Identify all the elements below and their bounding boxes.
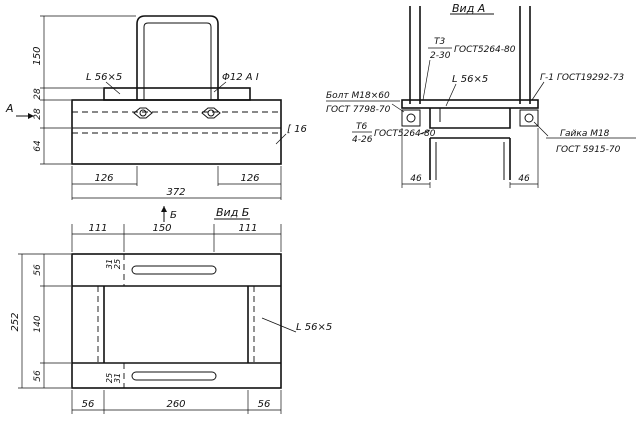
view-a-nut-left (401, 109, 421, 127)
bolt-label: Болт М18×60 (326, 91, 390, 101)
view-a-title: Вид А (452, 2, 485, 15)
weld2-top: Т6 (356, 122, 367, 132)
view-b-dim-56-right: 56 (258, 399, 271, 410)
view-b-dim-260: 260 (166, 399, 185, 410)
arrow-a-head (28, 113, 34, 119)
dim-150: 150 (32, 46, 43, 65)
arrow-b-label: Б (170, 210, 177, 221)
front-view: 150 28 28 64 A L 56×5 Φ12 A I [ 16 126 3… (5, 15, 307, 222)
pipe-standard: Г-1 ГОСТ19292-73 (540, 73, 624, 83)
view-b-slot-top (131, 265, 217, 275)
dim-372: 372 (166, 187, 185, 198)
dim-126-left: 126 (94, 173, 113, 184)
view-b-angle-label: L 56×5 (296, 322, 332, 333)
weld-standard: ГОСТ5264-80 (454, 45, 516, 55)
bolt-head-right (201, 107, 221, 119)
view-b-dim-150: 150 (152, 223, 171, 234)
channel-body (71, 99, 282, 165)
u-rod (136, 15, 219, 100)
view-b-dim-56-top: 56 (33, 264, 43, 276)
view-b-frame (71, 253, 282, 389)
bolt-standard: ГОСТ 7798-70 (326, 105, 391, 115)
channel-label: [ 16 (287, 124, 307, 135)
rod-label: Φ12 A I (222, 72, 259, 83)
view-a-dim-46-left: 46 (410, 174, 422, 184)
view-b-dim-252: 252 (10, 312, 21, 331)
dim-64: 64 (33, 140, 43, 152)
nut-label: Гайка М18 (560, 129, 610, 139)
view-b-dim-140: 140 (33, 315, 43, 332)
weld2-bottom: 4-26 (352, 135, 373, 145)
view-b-dim-25-top: 25 (113, 259, 122, 269)
view-b-dim-111-left: 111 (88, 223, 107, 234)
view-b-dim-111-right: 111 (238, 223, 257, 234)
view-b-slot-bottom (131, 371, 217, 381)
view-b: Вид Б 111 150 111 31 25 25 31 (10, 206, 332, 414)
angle-label: L 56×5 (86, 72, 122, 83)
view-a-plate (401, 99, 539, 109)
weld-label-top: Т3 (434, 37, 445, 47)
view-b-dim-25-bottom: 25 (105, 373, 114, 383)
view-a-angle-label: L 56×5 (452, 74, 488, 85)
view-b-dim-31-bottom: 31 (113, 373, 122, 383)
arrow-b-head (161, 206, 167, 212)
weld2-standard: ГОСТ5264-80 (374, 129, 436, 139)
weld-label-bottom: 2-30 (430, 51, 451, 61)
view-b-dim-56-bottom: 56 (33, 370, 43, 382)
view-a-dim-46-right: 46 (518, 174, 530, 184)
view-a-nut-right (519, 109, 539, 127)
dim-28a: 28 (33, 88, 43, 100)
view-b-dim-56-left: 56 (82, 399, 95, 410)
view-b-dim-31-top: 31 (105, 259, 114, 269)
view-b-title: Вид Б (216, 206, 249, 219)
dim-28b: 28 (33, 108, 43, 120)
view-a: Вид А Т3 2-30 ГОСТ5264-80 L 56×5 Г-1 ГОС… (326, 2, 636, 188)
nut-standard: ГОСТ 5915-70 (556, 145, 621, 155)
angle-bar (103, 87, 251, 101)
arrow-a-label: A (5, 102, 14, 115)
bolt-head-left (133, 107, 153, 119)
dim-126-right: 126 (240, 173, 259, 184)
